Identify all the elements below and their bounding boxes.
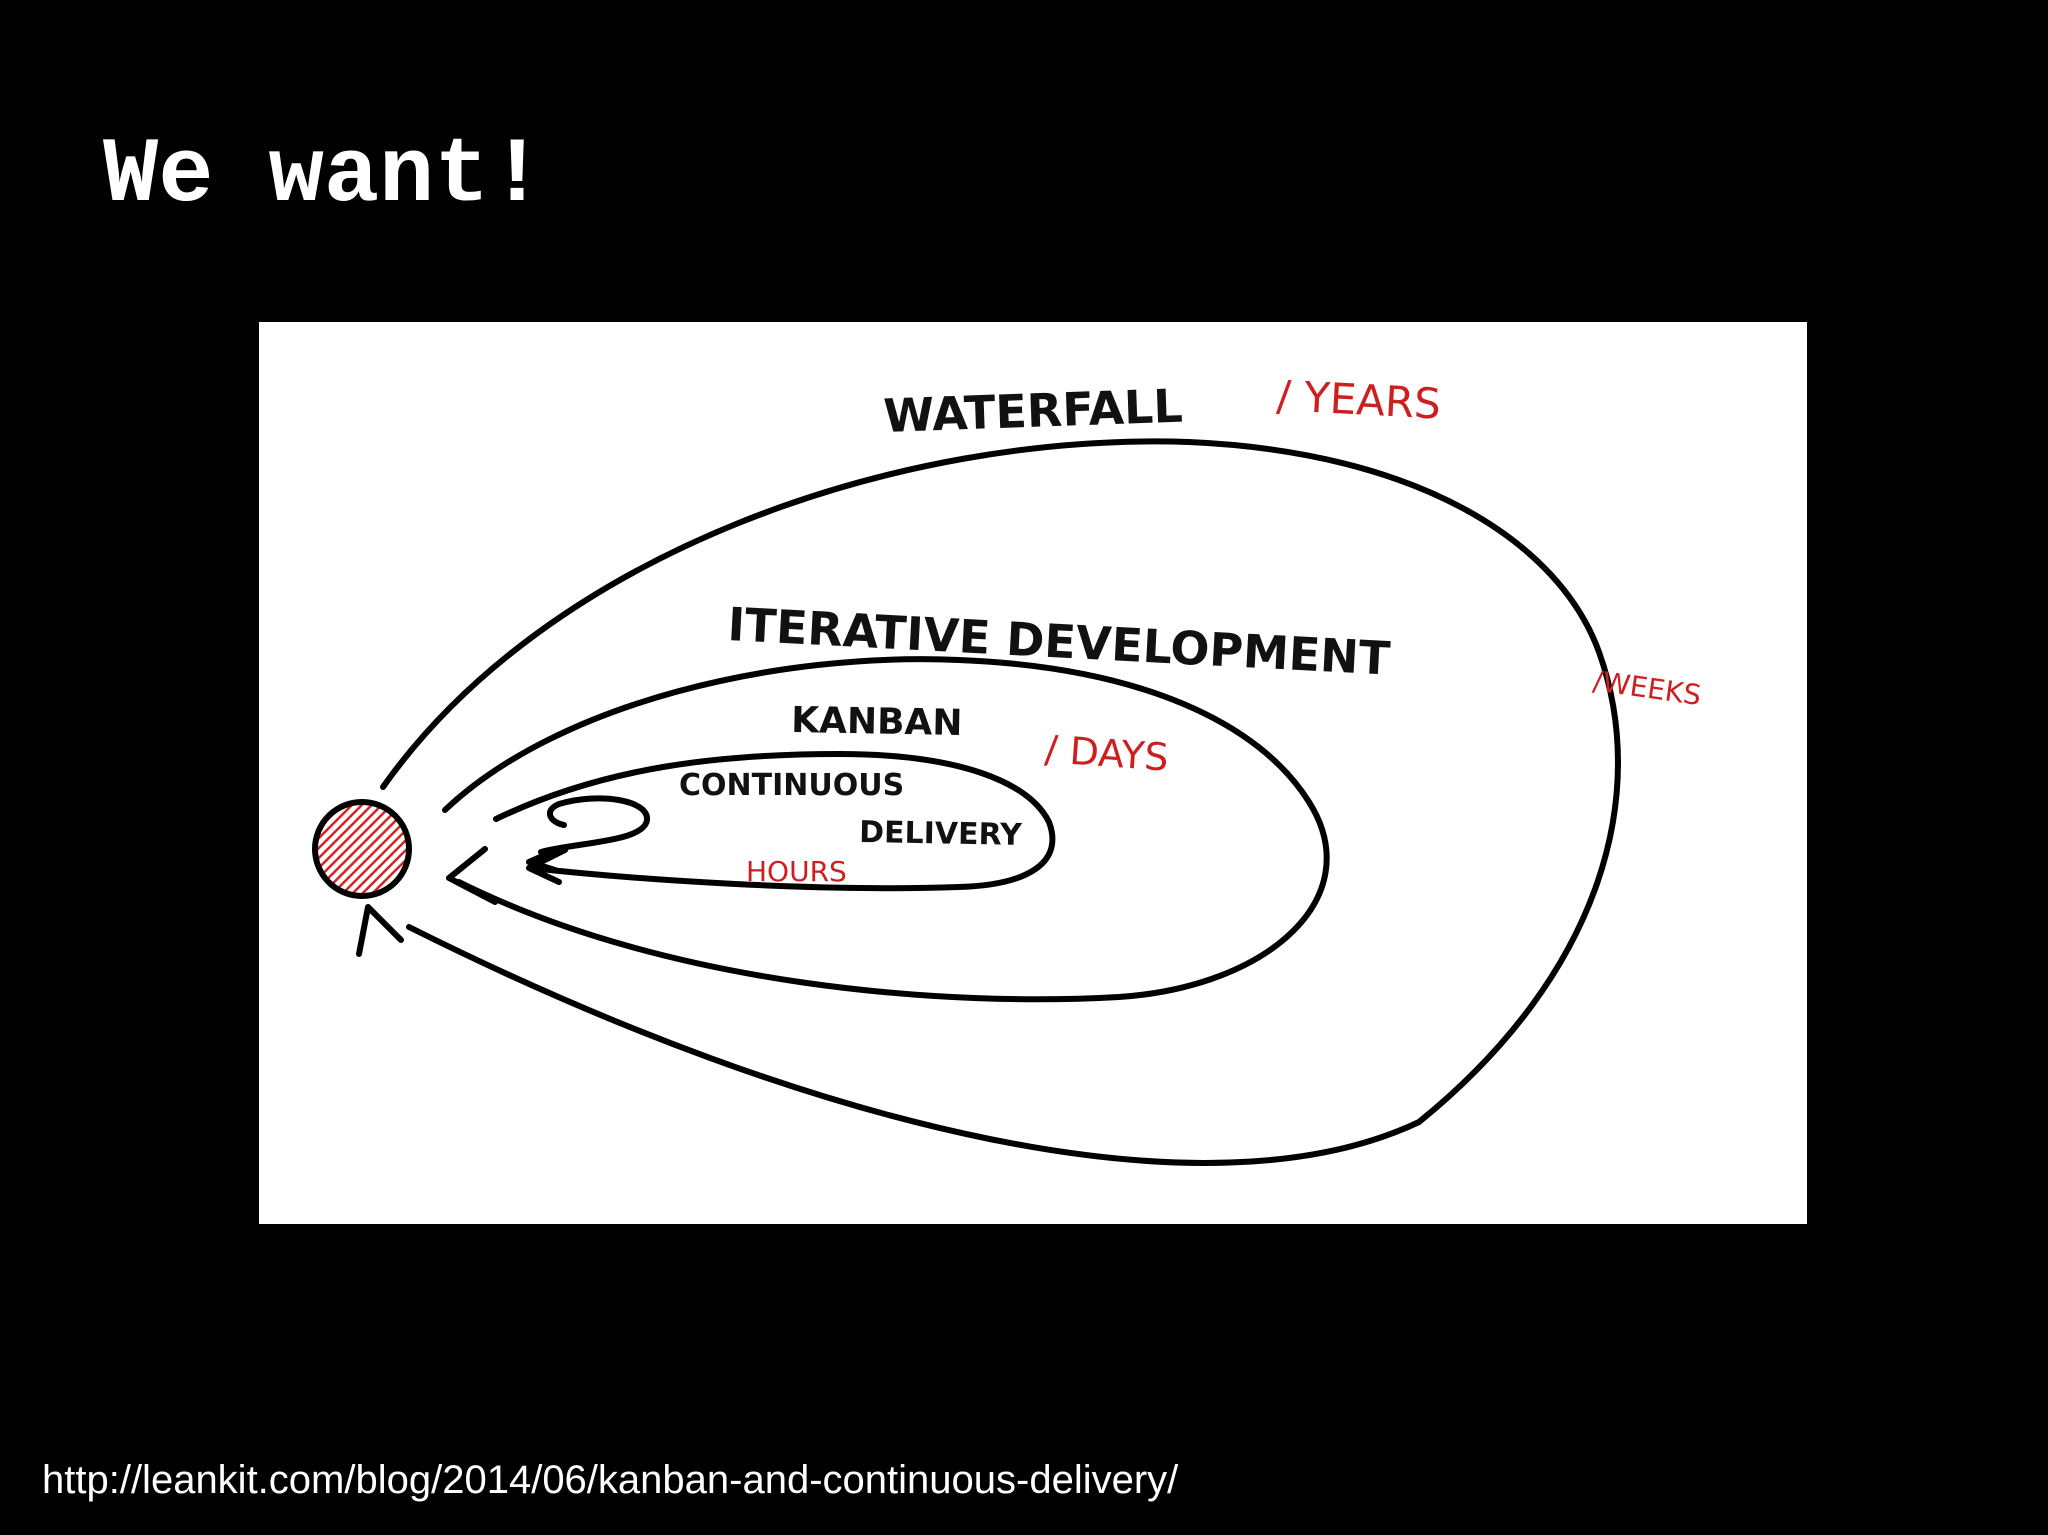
continuous-delivery-loop [538,795,650,855]
slide-title: We want! [103,123,545,228]
iterative-loop [442,656,1330,1003]
waterfall-label: WATERFALL [882,379,1183,443]
kanban-timescale: / DAYS [1043,727,1170,780]
continuous-delivery-label-line2: DELIVERY [859,815,1023,853]
kanban-label: KANBAN [791,700,963,744]
waterfall-timescale: / YEARS [1275,371,1442,429]
waterfall-loop [380,438,1621,1166]
feedback-loop-diagram: WATERFALL / YEARS ITERATIVE DEVELOPMENT … [259,322,1807,1224]
source-link[interactable]: http://leankit.com/blog/2014/06/kanban-a… [42,1458,1179,1502]
kanban-loop [493,751,1056,892]
continuous-delivery-arrowhead [526,847,559,873]
iterative-timescale: /WEEKS [1591,664,1703,712]
waterfall-arrowhead [356,904,404,957]
iterative-arrowhead [446,846,498,905]
origin-dot [312,799,412,899]
continuous-delivery-label-line1: CONTINUOUS [679,768,904,803]
feedback-loop-drawing: WATERFALL / YEARS ITERATIVE DEVELOPMENT … [312,371,1703,1166]
continuous-delivery-timescale: HOURS [746,855,847,888]
